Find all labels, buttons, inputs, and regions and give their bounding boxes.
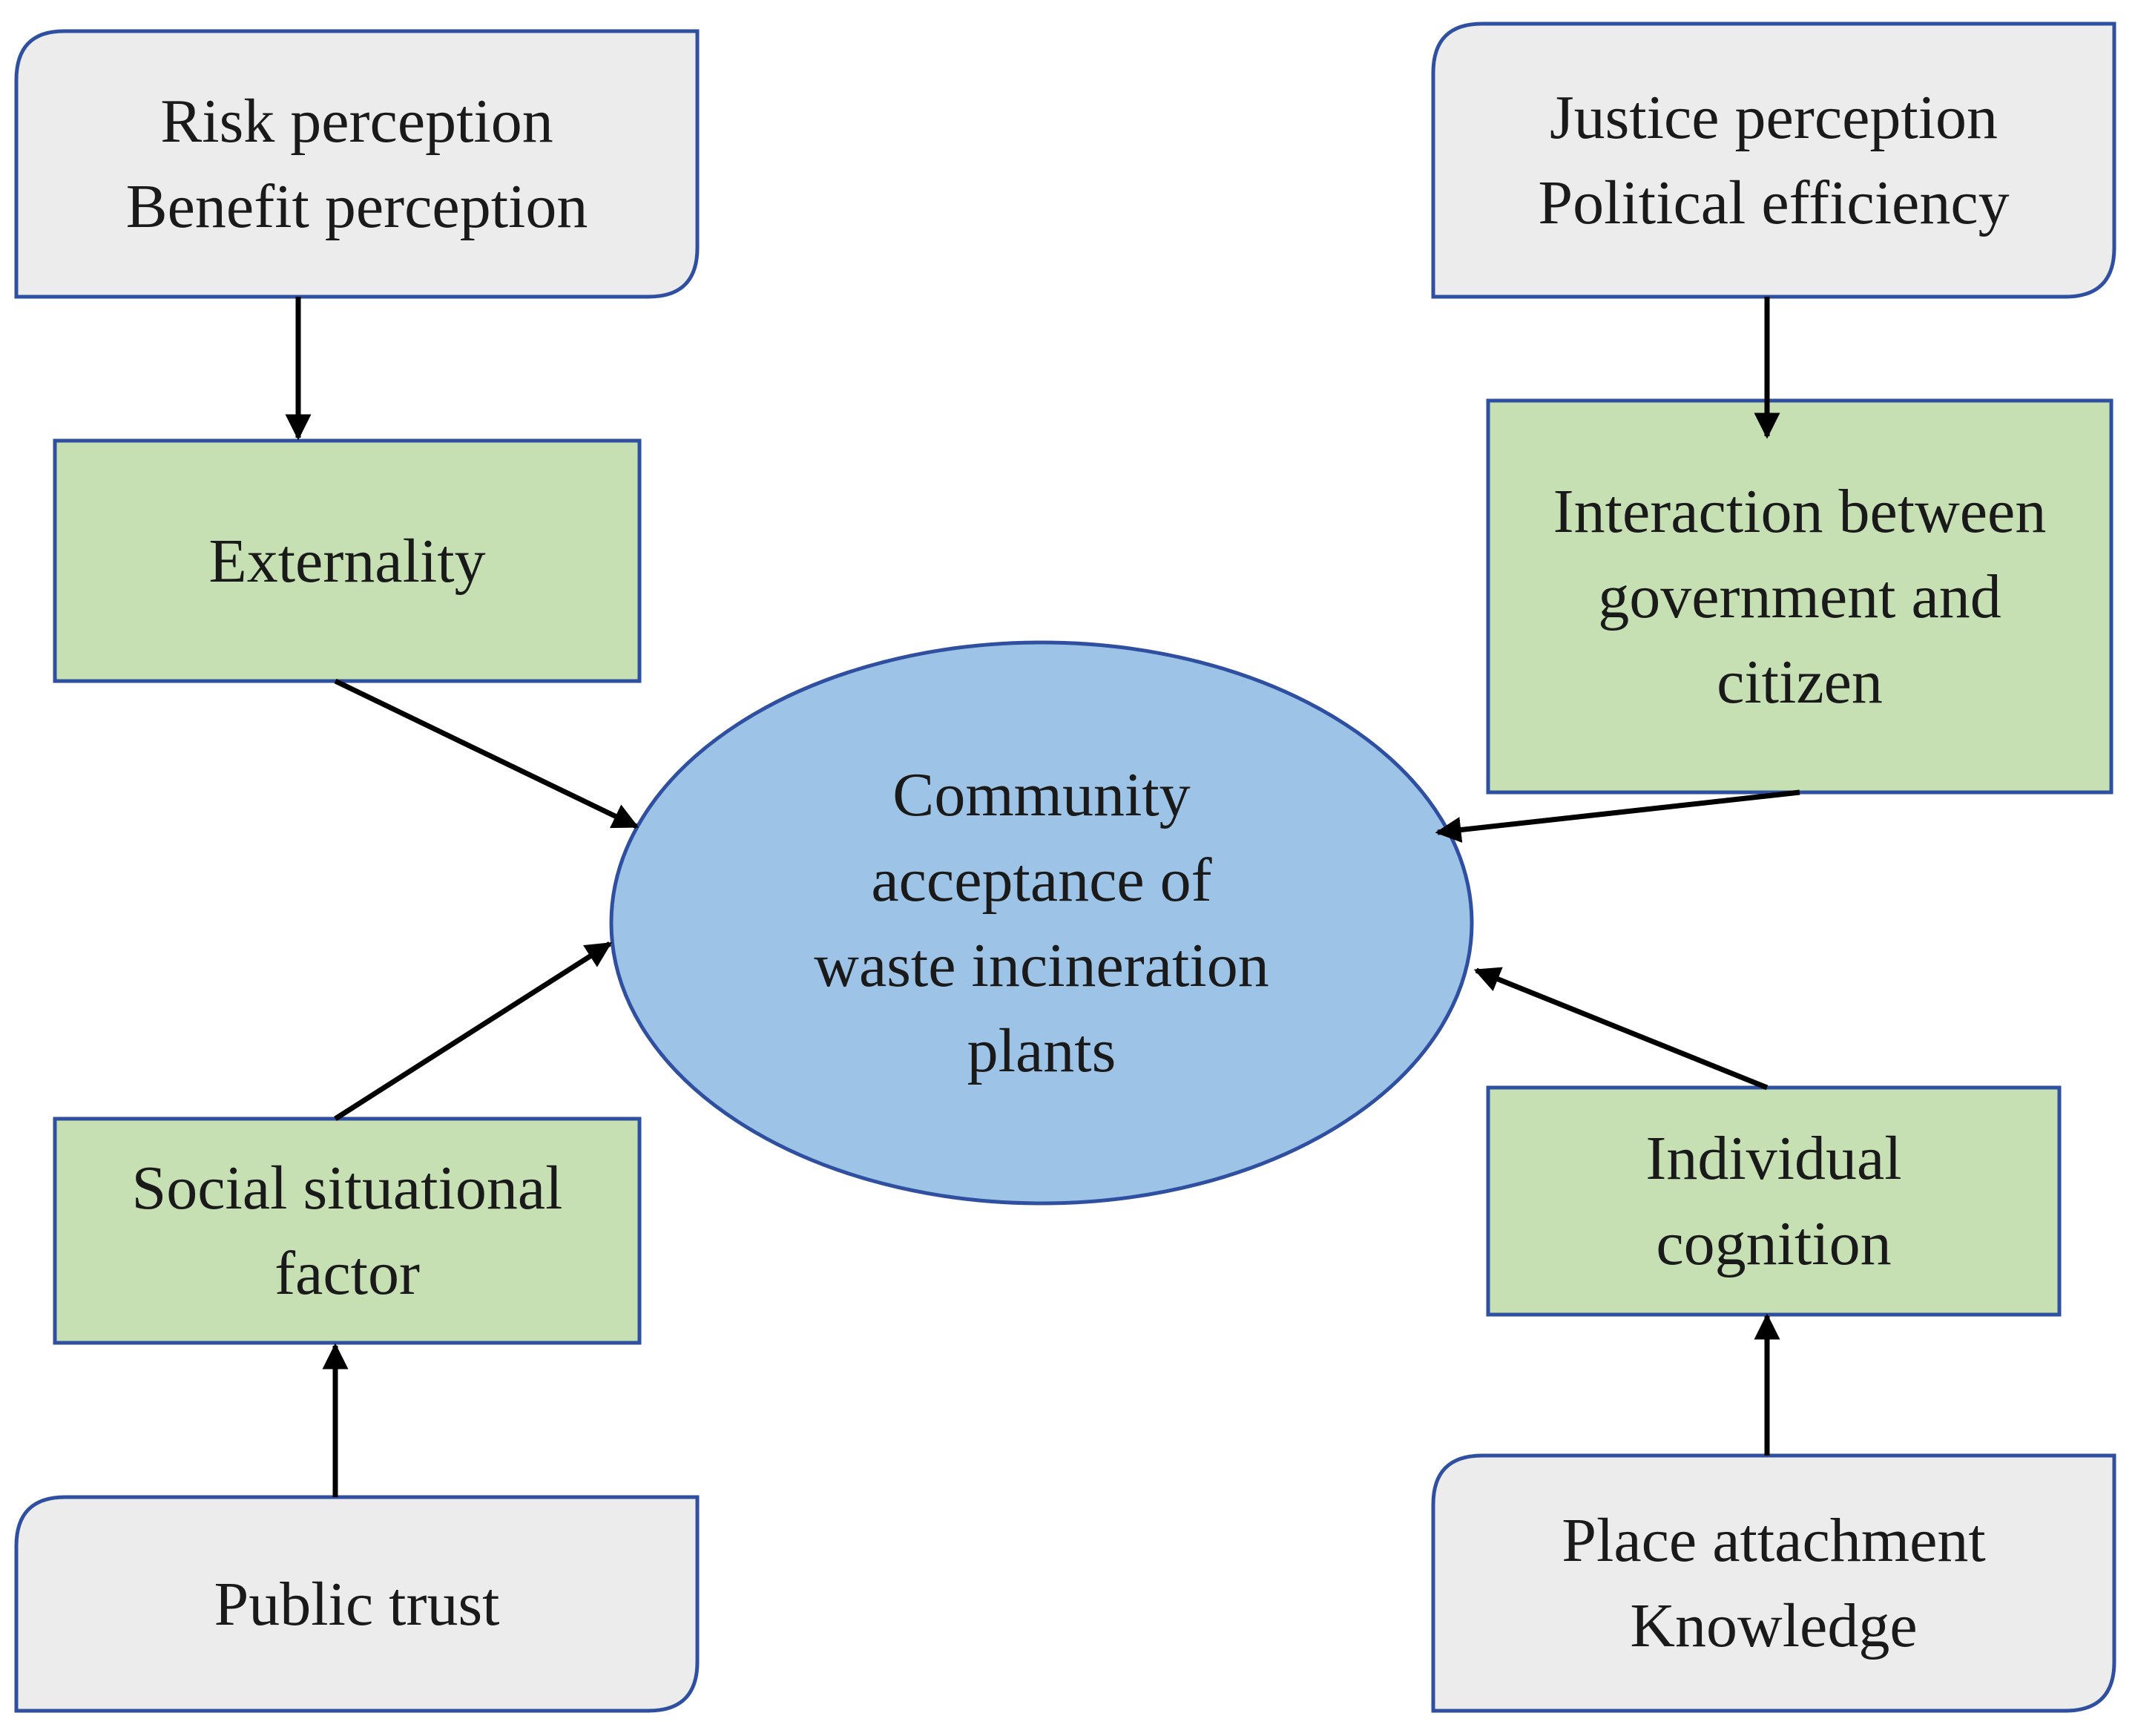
arrow-externality-to-center	[334, 678, 639, 829]
arrow-social-to-center	[334, 941, 612, 1121]
individual-cognition-box	[1486, 1085, 2062, 1317]
interaction-box	[1486, 398, 2113, 795]
risk-benefit-box	[14, 29, 700, 299]
arrow-interaction-to-center	[1435, 789, 1800, 843]
justice-political-box	[1431, 22, 2116, 299]
community-acceptance-ellipse	[609, 640, 1474, 1206]
arrow-individual-to-center	[1473, 967, 1769, 1091]
public-trust-box	[14, 1495, 700, 1713]
place-knowledge-box	[1431, 1453, 2116, 1713]
social-factor-box	[53, 1117, 642, 1345]
externality-box	[53, 438, 642, 683]
